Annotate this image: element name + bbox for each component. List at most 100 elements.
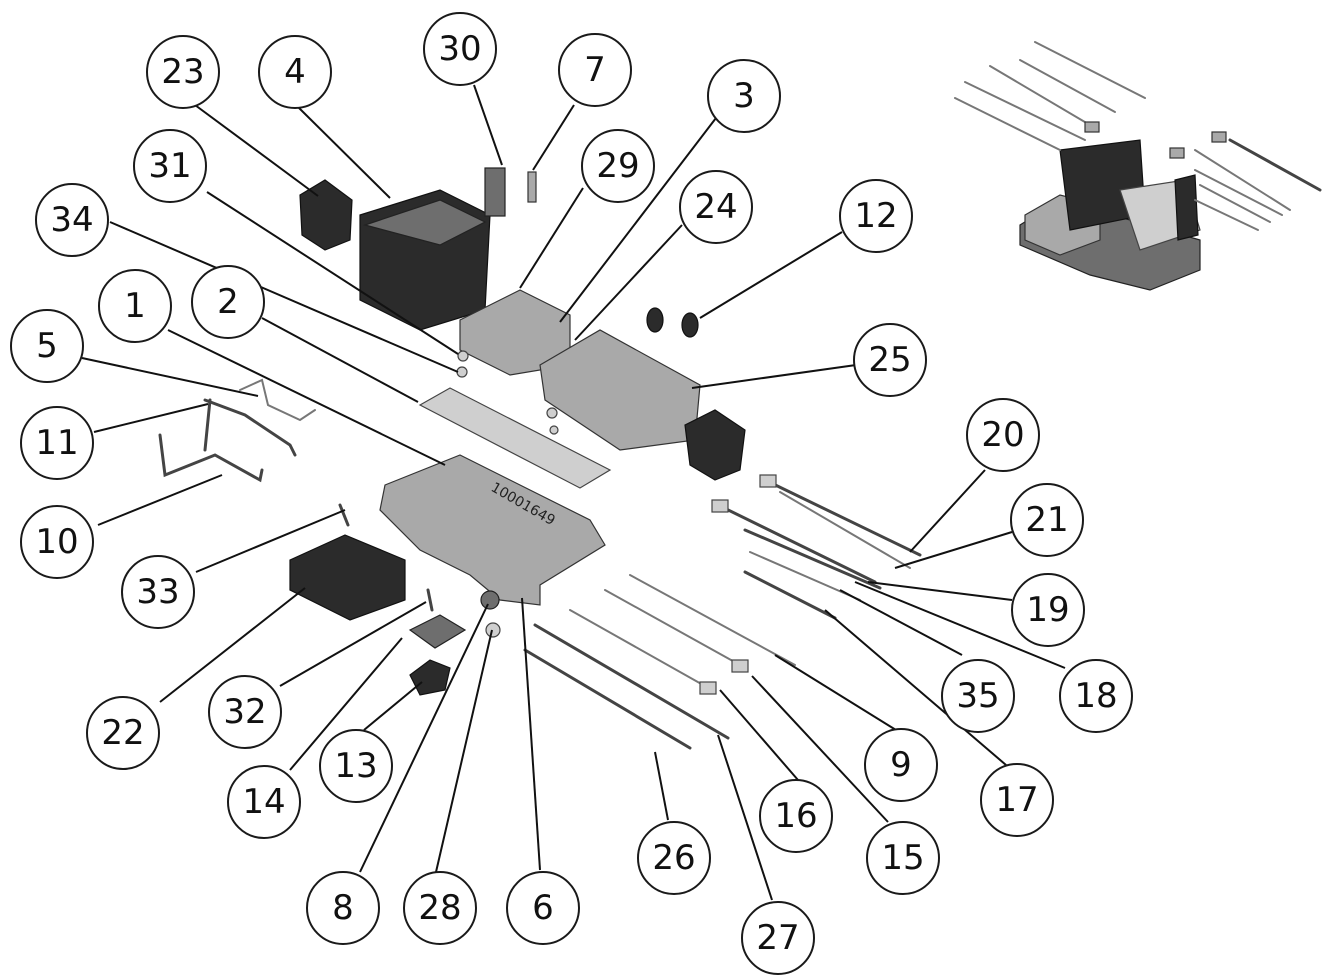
callout-label: 31: [148, 146, 191, 186]
callout-label: 15: [881, 838, 924, 878]
callout-5: 5: [10, 309, 84, 383]
callout-10: 10: [20, 505, 94, 579]
callout-label: 3: [733, 76, 755, 116]
leader-31: [206, 191, 459, 355]
callout-label: 33: [136, 572, 179, 612]
callout-20: 20: [966, 398, 1040, 472]
callout-label: 32: [223, 692, 266, 732]
callout-label: 27: [756, 918, 799, 958]
callout-16: 16: [759, 779, 833, 853]
callout-33: 33: [121, 555, 195, 629]
callout-label: 35: [956, 676, 999, 716]
leader-34: [109, 221, 459, 373]
callout-1: 1: [98, 269, 172, 343]
callout-label: 30: [438, 29, 481, 69]
leader-26: [654, 751, 669, 821]
callout-label: 1: [124, 286, 146, 326]
callout-label: 34: [50, 200, 93, 240]
callout-18: 18: [1059, 659, 1133, 733]
leader-16: [719, 689, 799, 781]
leader-35: [839, 589, 963, 656]
parts-drawing: 10001649: [158, 41, 1322, 750]
callout-31: 31: [133, 129, 207, 203]
callout-label: 9: [890, 745, 912, 785]
callout-26: 26: [637, 821, 711, 895]
leader-20: [909, 469, 986, 553]
callout-label: 4: [284, 52, 306, 92]
callout-label: 2: [217, 282, 239, 322]
callout-label: 29: [596, 146, 639, 186]
leader-8: [359, 603, 489, 873]
callout-label: 18: [1074, 676, 1117, 716]
callout-label: 25: [868, 340, 911, 380]
leader-24: [574, 224, 683, 341]
leader-30: [473, 84, 503, 166]
leader-7: [532, 104, 575, 171]
callout-21: 21: [1010, 483, 1084, 557]
leader-13: [363, 681, 423, 731]
leader-9: [774, 654, 897, 731]
callout-15: 15: [866, 821, 940, 895]
callout-25: 25: [853, 323, 927, 397]
leader-6: [521, 597, 541, 871]
callout-2: 2: [191, 265, 265, 339]
callout-label: 20: [981, 415, 1024, 455]
leader-32: [279, 601, 427, 687]
callout-35: 35: [941, 659, 1015, 733]
leader-18: [854, 581, 1066, 669]
callout-label: 8: [332, 888, 354, 928]
callout-19: 19: [1011, 573, 1085, 647]
callout-label: 13: [334, 746, 377, 786]
callout-3: 3: [707, 59, 781, 133]
leader-23: [194, 104, 319, 197]
leader-27: [717, 734, 773, 901]
leader-29: [519, 187, 584, 289]
callout-label: 12: [854, 196, 897, 236]
callout-13: 13: [319, 729, 393, 803]
callout-9: 9: [864, 728, 938, 802]
leader-33: [195, 509, 346, 573]
callouts: 23 4 30 7 3 31 29 24 12 34 1 2 5 25 11 2…: [10, 12, 1133, 975]
callout-27: 27: [741, 901, 815, 975]
callout-23: 23: [146, 35, 220, 109]
callout-32: 32: [208, 675, 282, 749]
callout-24: 24: [679, 170, 753, 244]
callout-label: 14: [242, 782, 285, 822]
leader-1: [167, 329, 446, 466]
leader-4: [295, 104, 391, 199]
callout-34: 34: [35, 183, 109, 257]
leader-5: [81, 357, 259, 397]
callout-14: 14: [227, 765, 301, 839]
callout-label: 16: [774, 796, 817, 836]
leader-12: [699, 231, 843, 319]
leader-25: [691, 364, 857, 389]
callout-28: 28: [403, 871, 477, 945]
leader-3: [559, 117, 717, 323]
callout-label: 23: [161, 52, 204, 92]
leader-15: [751, 675, 889, 823]
callout-label: 22: [101, 713, 144, 753]
leader-22: [159, 587, 306, 703]
callout-30: 30: [423, 12, 497, 86]
callout-4: 4: [258, 35, 332, 109]
callout-22: 22: [86, 696, 160, 770]
callout-label: 10: [35, 522, 78, 562]
callout-label: 26: [652, 838, 695, 878]
callout-6: 6: [506, 871, 580, 945]
callout-label: 6: [532, 888, 554, 928]
callout-label: 19: [1026, 590, 1069, 630]
callout-label: 7: [584, 50, 606, 90]
callout-17: 17: [980, 763, 1054, 837]
leader-28: [435, 629, 493, 873]
callout-7: 7: [558, 33, 632, 107]
leader-14: [289, 637, 403, 771]
callout-29: 29: [581, 129, 655, 203]
leader-lines: [81, 84, 1066, 901]
callout-label: 21: [1025, 500, 1068, 540]
leader-10: [97, 474, 223, 526]
assembled-view: [954, 41, 1322, 291]
callout-label: 11: [35, 423, 78, 463]
leader-17: [824, 609, 1007, 766]
leader-21: [894, 531, 1013, 569]
